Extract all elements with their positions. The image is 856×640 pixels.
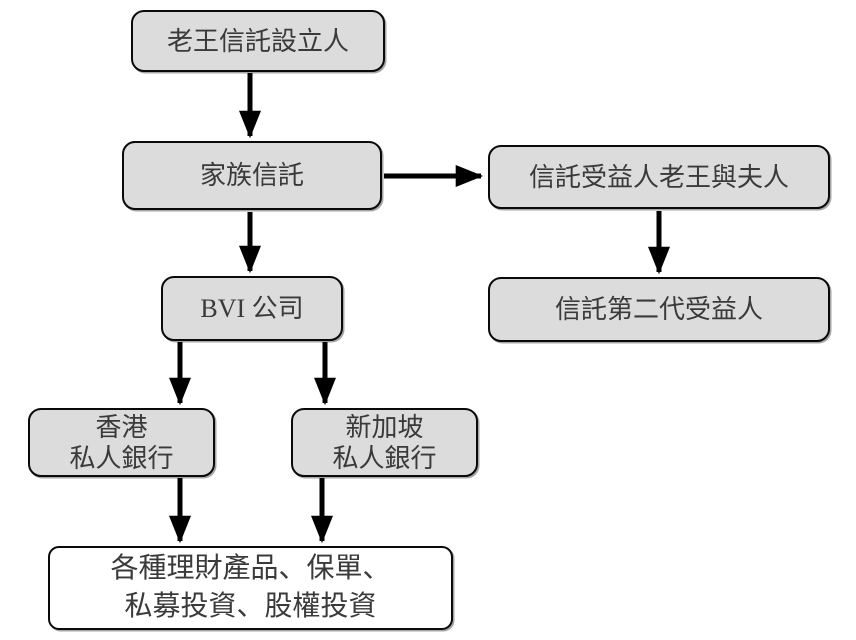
node-second-generation-beneficiaries: 信託第二代受益人 [488, 277, 830, 342]
node-singapore-private-bank: 新加坡 私人銀行 [291, 408, 478, 477]
node-family-trust: 家族信託 [122, 141, 382, 210]
node-trust-beneficiaries: 信託受益人老王與夫人 [488, 145, 830, 209]
node-bvi-company: BVI 公司 [161, 276, 343, 341]
node-trust-settlor: 老王信託設立人 [131, 10, 385, 72]
node-hongkong-private-bank: 香港 私人銀行 [28, 408, 215, 477]
node-investment-products: 各種理財產品、保單、 私募投資、股權投資 [48, 546, 453, 630]
